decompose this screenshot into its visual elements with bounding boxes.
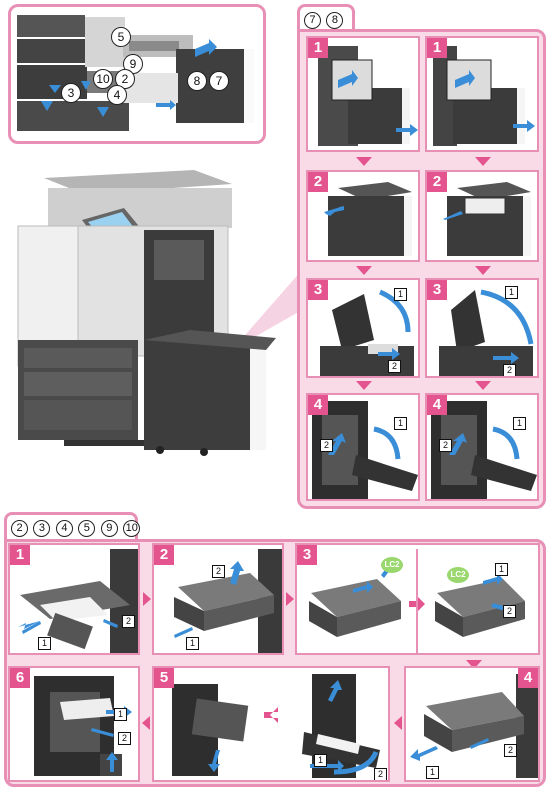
bottom-step-4: 4 1 2 [404, 666, 540, 782]
flow-arrow [356, 381, 372, 390]
flow-arrow [356, 157, 372, 166]
step-illustration [410, 674, 538, 778]
step-number: 1 [427, 38, 447, 58]
step-illustration [174, 549, 282, 653]
step-number: 2 [427, 172, 447, 192]
step-illustration [18, 549, 138, 653]
marker-2: 2 [503, 364, 516, 376]
marker-1: 1 [513, 417, 526, 430]
badge-9: 9 [100, 520, 118, 537]
step-illustration [324, 182, 412, 256]
flow-arrow [356, 266, 372, 275]
step-illustration [309, 549, 525, 653]
side-step-1-left: 1 [306, 36, 420, 152]
marker-2: 2 [212, 565, 225, 578]
badge-7: 7 [304, 12, 321, 29]
marker-1: 1 [505, 286, 518, 299]
step-number: 5 [154, 668, 174, 688]
step-number: 2 [308, 172, 328, 192]
step-number: 3 [297, 545, 317, 565]
flow-arrow [475, 381, 491, 390]
badge-8: 8 [326, 12, 344, 29]
marker-2: 2 [320, 439, 333, 452]
lc2-badge: LC2 [381, 557, 403, 573]
marker-2: 2 [118, 732, 131, 745]
step-illustration [443, 182, 531, 256]
marker-2: 2 [122, 615, 135, 628]
side-step-2-right: 2 [425, 170, 539, 262]
marker-1: 1 [394, 288, 407, 301]
step-number: 4 [518, 668, 538, 688]
badge-4: 4 [55, 520, 73, 537]
step-number: 1 [308, 38, 328, 58]
marker-2: 2 [439, 439, 452, 452]
marker-1: 1 [394, 417, 407, 430]
step-number: 2 [154, 545, 174, 565]
bottom-step-5: 5 1 2 [152, 666, 390, 782]
detail-inset: 5 9 10 2 3 4 8 7 [8, 4, 266, 144]
bottom-panel-tab: 2 3 4 5 9 10 [4, 512, 141, 542]
flow-arrow [143, 592, 151, 606]
badge-10: 10 [123, 520, 141, 537]
marker-2: 2 [503, 605, 516, 618]
marker-2: 2 [388, 360, 401, 373]
flow-arrow [466, 660, 482, 669]
callout-8: 8 [187, 71, 207, 91]
step-illustration [439, 289, 534, 376]
flow-arrow [475, 157, 491, 166]
marker-1: 1 [186, 637, 199, 650]
callout-10: 10 [93, 69, 113, 89]
flow-arrow [475, 266, 491, 275]
lc2-badge: LC2 [447, 567, 469, 583]
marker-1: 1 [114, 708, 127, 721]
step-number: 4 [308, 395, 328, 415]
flow-arrow [142, 716, 150, 730]
flow-arrow [286, 592, 294, 606]
step-illustration [172, 674, 380, 778]
side-step-4-right: 4 1 2 [425, 393, 539, 501]
marker-1: 1 [426, 766, 439, 779]
step-illustration [431, 401, 537, 499]
badge-5: 5 [78, 520, 96, 537]
bottom-step-2: 2 2 1 [152, 543, 284, 655]
side-step-3-left: 3 1 2 [306, 278, 420, 378]
badge-3: 3 [33, 520, 51, 537]
flow-arrow [394, 716, 402, 730]
copier-illustration [17, 170, 302, 456]
detail-inset-illustration [17, 15, 254, 131]
badge-2: 2 [11, 520, 28, 537]
step-illustration [34, 676, 132, 776]
side-step-2-left: 2 [306, 170, 420, 262]
marker-1: 1 [314, 754, 327, 767]
step-number: 1 [10, 545, 30, 565]
bottom-step-1: 1 1 2 [8, 543, 140, 655]
side-step-1-right: 1 [425, 36, 539, 152]
callout-4: 4 [107, 85, 127, 105]
step-number: 3 [427, 280, 447, 300]
marker-2: 2 [504, 744, 517, 757]
step-number: 6 [10, 668, 30, 688]
step-illustration [318, 46, 418, 146]
bottom-step-3: 3 LC2 LC2 1 2 [295, 543, 540, 655]
marker-1: 1 [38, 637, 51, 650]
side-panel-tab: 7 8 [297, 4, 355, 32]
callout-5: 5 [111, 27, 131, 47]
side-step-3-right: 3 1 2 [425, 278, 539, 378]
bottom-step-6: 6 1 2 [8, 666, 140, 782]
step-number: 3 [308, 280, 328, 300]
step-number: 4 [427, 395, 447, 415]
callout-7: 7 [209, 71, 229, 91]
marker-2: 2 [374, 768, 387, 780]
side-step-4-left: 4 1 2 [306, 393, 420, 501]
marker-1: 1 [495, 563, 508, 576]
callout-3: 3 [61, 83, 81, 103]
step-illustration [433, 46, 535, 146]
